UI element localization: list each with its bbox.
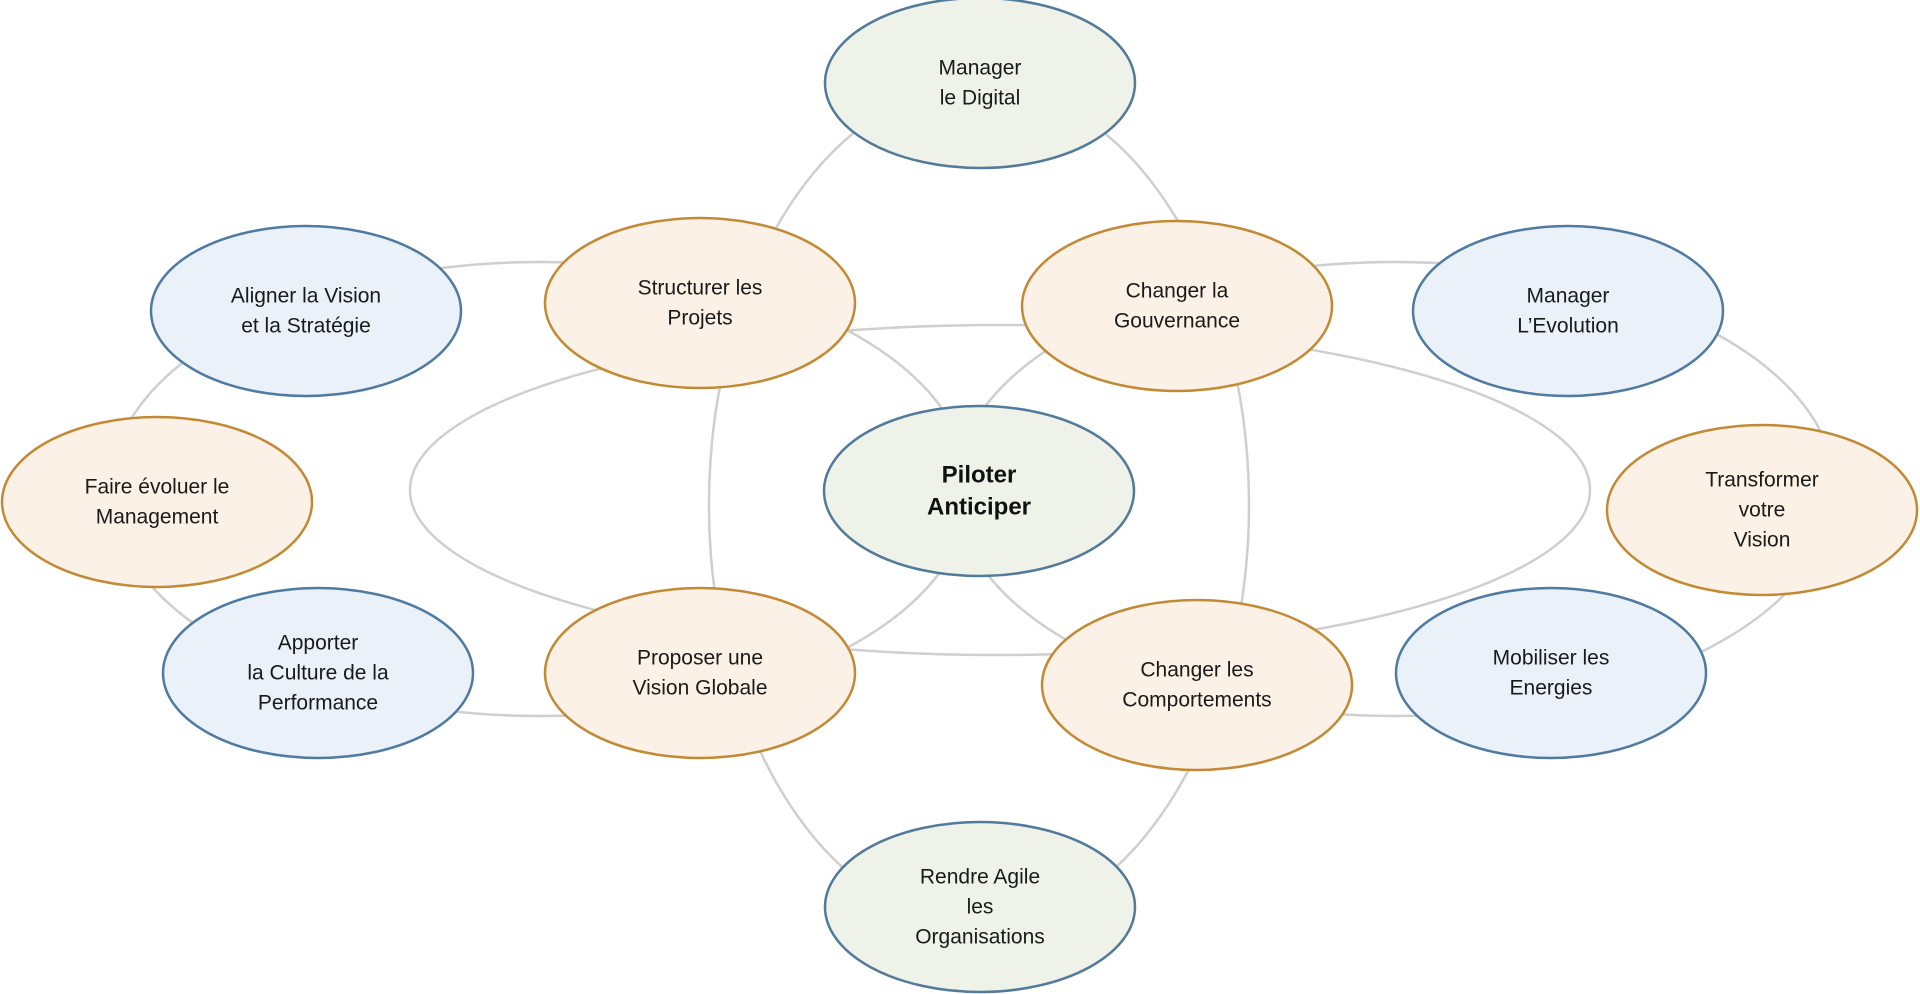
node-ellipse (1411, 224, 1725, 398)
node-label: Changer la (1126, 280, 1229, 303)
node-label: Comportements (1122, 689, 1271, 712)
node-label: Proposer une (637, 647, 763, 670)
node-label: Organisations (915, 926, 1045, 949)
node-label: Mobiliser les (1493, 647, 1610, 670)
node-label: Projets (667, 307, 732, 330)
node-label: et la Stratégie (241, 315, 371, 338)
node-label: Faire évoluer le (85, 476, 230, 499)
node-label: les (967, 896, 994, 919)
node-label: votre (1739, 499, 1786, 522)
node-ellipse (543, 216, 857, 390)
node-label: Energies (1510, 677, 1593, 700)
node-label: Structurer les (638, 277, 763, 300)
node-ellipse (543, 586, 857, 760)
node-ellipse (0, 415, 314, 589)
node-ellipse (1394, 586, 1708, 760)
node-ellipse (1040, 598, 1354, 772)
node-faire-evoluer: Faire évoluer le Management (0, 415, 314, 589)
node-label: Piloter (942, 462, 1017, 489)
node-apporter-culture: Apporter la Culture de la Performance (161, 586, 475, 760)
node-ellipse (149, 224, 463, 398)
node-label: Apporter (278, 632, 359, 655)
node-label: Vision Globale (632, 677, 767, 700)
node-label: la Culture de la (247, 662, 389, 685)
node-ellipse (161, 586, 475, 760)
node-ellipse (823, 0, 1137, 170)
node-label: L’Evolution (1517, 315, 1619, 338)
node-label: le Digital (940, 87, 1021, 110)
node-ellipse (1605, 423, 1919, 597)
node-label: Anticiper (927, 494, 1031, 521)
node-label: Rendre Agile (920, 866, 1040, 889)
node-label: Transformer (1705, 469, 1819, 492)
node-ellipse (1020, 219, 1334, 393)
node-label: Vision (1734, 529, 1791, 552)
node-changer-gouvernance: Changer la Gouvernance (1020, 219, 1334, 393)
node-label: Aligner la Vision (231, 285, 381, 308)
node-label: Management (96, 506, 219, 529)
node-ellipse (823, 820, 1137, 994)
node-label: Manager (1527, 285, 1610, 308)
node-manager-digital: Manager le Digital (823, 0, 1137, 170)
node-aligner-vision: Aligner la Vision et la Stratégie (149, 224, 463, 398)
node-label: Performance (258, 692, 378, 715)
node-ellipse (822, 404, 1136, 578)
node-label: Manager (939, 57, 1022, 80)
node-label: Changer les (1140, 659, 1253, 682)
center-ring (408, 323, 1592, 657)
node-label: Gouvernance (1114, 310, 1240, 333)
